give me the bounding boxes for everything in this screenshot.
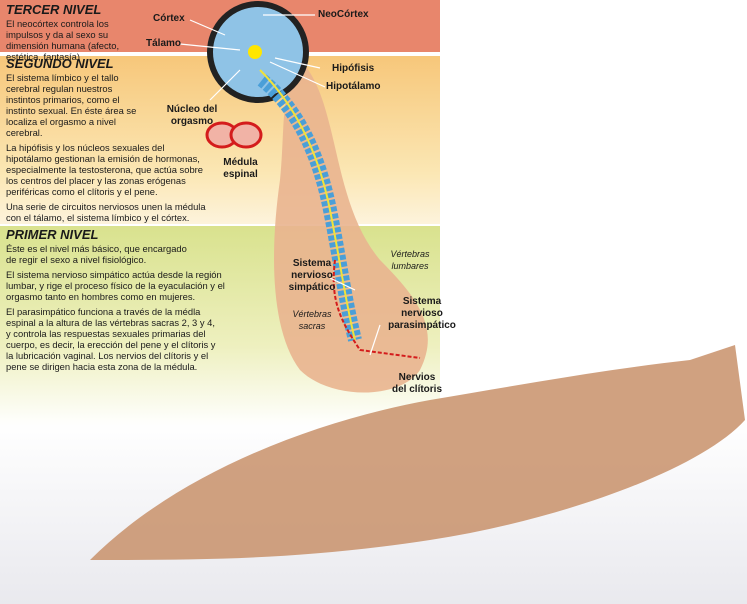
label-hipotalamo: Hipotálamo xyxy=(326,81,380,93)
paragraph: Éste es el nivel más básico, que encarga… xyxy=(6,243,191,265)
label-vertebras-lumbares: Vértebras lumbares xyxy=(385,248,435,272)
label-cortex: Córtex xyxy=(153,13,185,25)
label-sistema-simpatico: Sistema nervioso simpático xyxy=(284,258,340,294)
paragraph: La hipófisis y los núcleos sexuales del … xyxy=(6,142,206,197)
title: PRIMER NIVEL xyxy=(6,229,226,240)
label-hipofisis: Hipófisis xyxy=(332,63,374,75)
panel-primer-nivel: PRIMER NIVEL Éste es el nivel más básico… xyxy=(6,229,226,376)
label-nucleo-orgasmo: Núcleo del orgasmo xyxy=(162,104,222,128)
label-vertebras-sacras: Vértebras sacras xyxy=(292,308,332,332)
label-nervios-clitoris: Nervios del clítoris xyxy=(392,372,442,396)
label-neocortex: NeoCórtex xyxy=(318,9,369,21)
panel-segundo-nivel: SEGUNDO NIVEL El sistema límbico y el ta… xyxy=(6,58,206,227)
title: SEGUNDO NIVEL xyxy=(6,58,206,69)
hypothalamus-marker xyxy=(248,45,262,59)
paragraph: El sistema nervioso simpático actúa desd… xyxy=(6,269,226,302)
label-sistema-parasimpatico: Sistema nervioso parasimpático xyxy=(382,296,462,332)
label-medula-espinal: Médula espinal xyxy=(218,157,263,181)
paragraph: El parasimpático funciona a través de la… xyxy=(6,306,216,372)
label-talamo: Tálamo xyxy=(146,38,181,50)
title: TERCER NIVEL xyxy=(6,4,226,15)
paragraph: El sistema límbico y el tallo cerebral r… xyxy=(6,72,146,138)
paragraph: Una serie de circuitos nerviosos unen la… xyxy=(6,201,206,223)
